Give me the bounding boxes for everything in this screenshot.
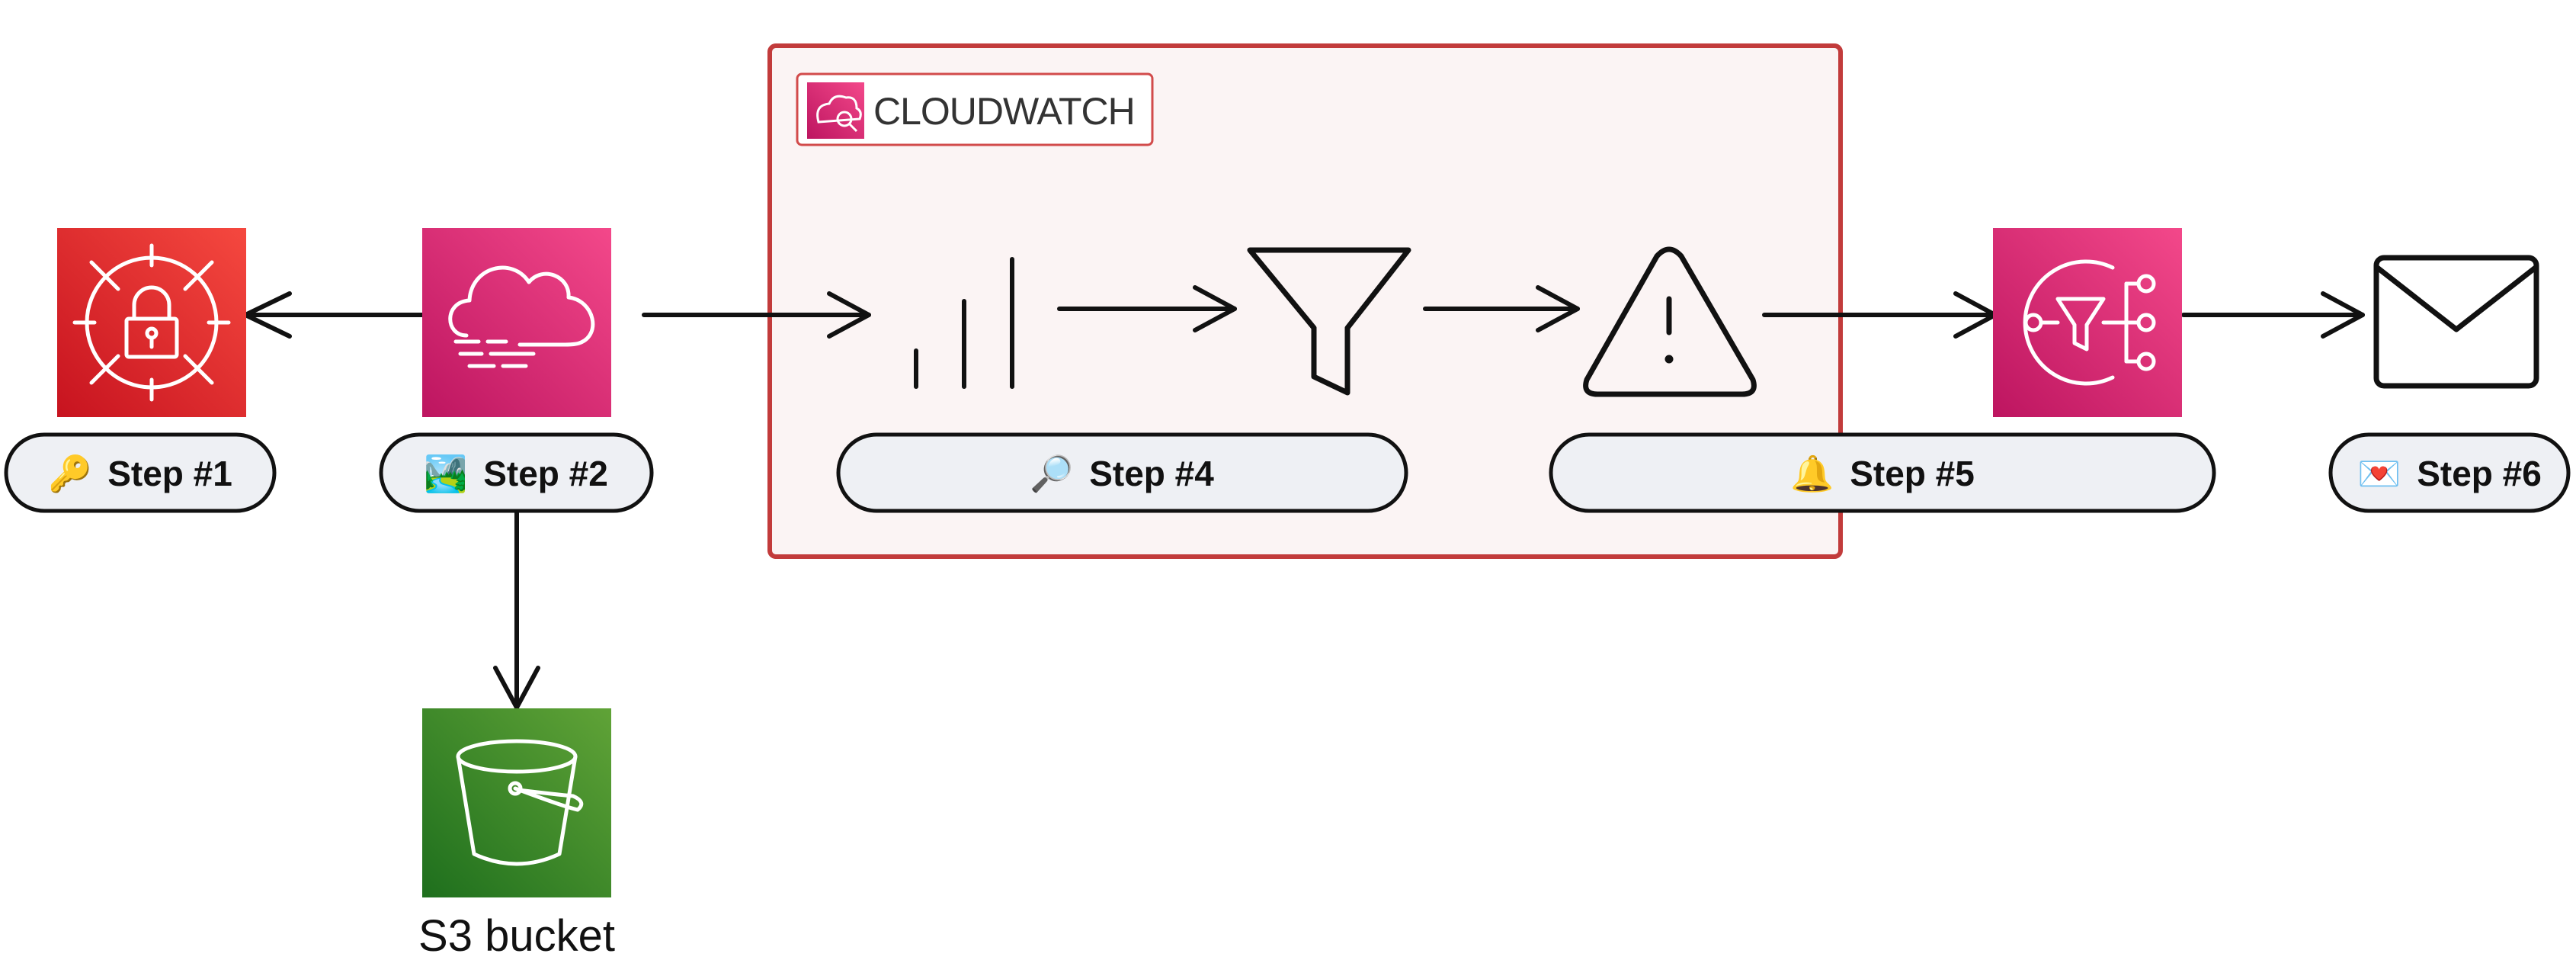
cloud-trail-icon [448,265,595,368]
s3-bucket-icon [456,739,584,866]
cloudwatch-logo-icon [807,82,864,139]
cloudwatch-group: CLOUDWATCH [767,43,1843,559]
s3-node[interactable]: S3 bucket [418,708,615,961]
arrow-sns-to-email [2181,291,2365,339]
s3-bucket-label: S3 bucket [418,911,615,961]
alert-triangle-icon [1583,246,1757,397]
svg-text:🔎 Step #4: 🔎 Step #4 [1030,451,1214,494]
step-4-label: Step #4 [1089,454,1214,493]
security-node[interactable] [57,228,246,417]
cloudwatch-group-label: CLOUDWATCH [873,90,1135,133]
step-1-pill[interactable]: 🔑 Step #1 [4,432,277,513]
svg-text:💌 Step #6: 💌 Step #6 [2357,454,2542,493]
alarm-node[interactable] [1583,246,1757,397]
cloudtrail-node[interactable] [422,228,611,417]
svg-text:🏞️ Step #2: 🏞️ Step #2 [424,454,608,494]
cloudwatch-group-header: CLOUDWATCH [796,72,1154,146]
arrow-cloudtrail-to-security [243,291,425,339]
padlock-target-icon [72,243,231,402]
step-2-pill[interactable]: 🏞️ Step #2 [379,432,654,513]
svg-text:🔑 Step #1: 🔑 Step #1 [48,452,232,495]
step-1-emoji-icon: 🔑 [48,452,91,495]
step-2-label: Step #2 [483,454,608,493]
envelope-icon [2373,255,2539,389]
email-node[interactable] [2373,255,2539,389]
arrow-cloudtrail-to-metrics [642,291,871,339]
step-2-emoji-icon: 🏞️ [424,454,467,494]
funnel-icon [1247,247,1411,396]
step-1-label: Step #1 [107,454,232,493]
arrow-filter-to-alarm [1423,285,1580,332]
svg-text:🔔 Step #5: 🔔 Step #5 [1790,454,1975,494]
step-6-emoji-icon: 💌 [2357,454,2401,493]
arrow-metrics-to-filter [1057,285,1237,332]
step-5-pill[interactable]: 🔔 Step #5 [1549,432,2216,513]
metrics-bars-icon [914,257,1014,389]
step-5-emoji-icon: 🔔 [1790,454,1834,494]
sns-node[interactable] [1993,228,2182,417]
step-4-pill[interactable]: 🔎 Step #4 [836,432,1408,513]
filter-node[interactable] [1247,247,1411,396]
sns-topic-icon [2023,259,2156,386]
step-4-emoji-icon: 🔎 [1030,451,1074,494]
arrow-cloudtrail-to-s3 [493,510,540,710]
step-5-label: Step #5 [1850,454,1975,493]
connectors [243,285,2365,710]
metrics-node[interactable] [914,257,1014,389]
step-6-label: Step #6 [2417,454,2542,493]
step-6-pill[interactable]: 💌 Step #6 [2328,432,2571,513]
